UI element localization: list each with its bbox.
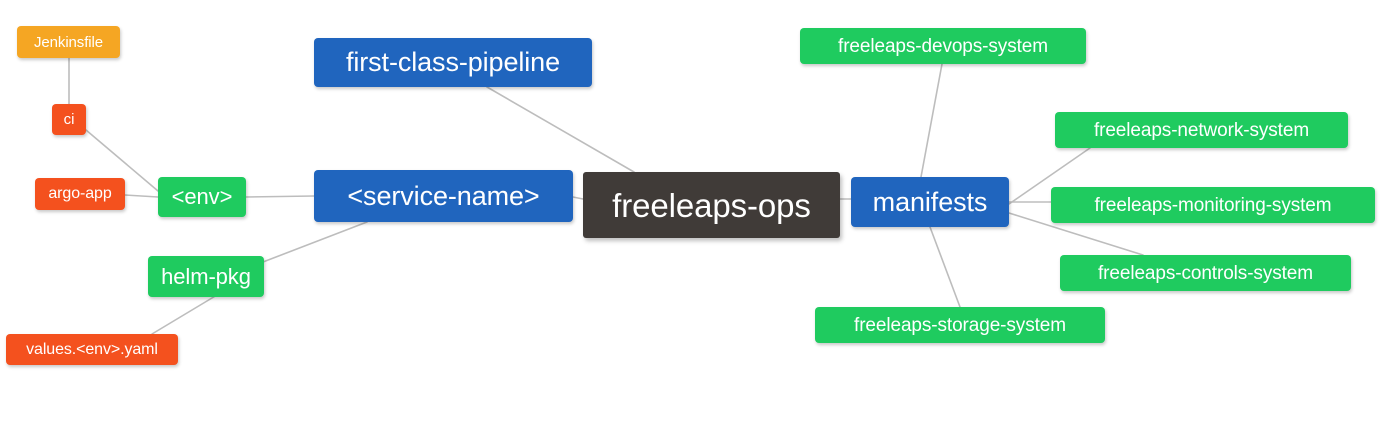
node-label: ci [63,111,75,128]
node-argo-app[interactable]: argo-app [35,178,125,210]
node-ci[interactable]: ci [52,104,86,135]
node-label: freeleaps-network-system [1093,119,1310,141]
node-freeleaps-storage-system[interactable]: freeleaps-storage-system [815,307,1105,343]
node-jenkinsfile[interactable]: Jenkinsfile [17,26,120,58]
node-values-env-yaml[interactable]: values.<env>.yaml [6,334,178,365]
edge-argo-app-to-env [124,194,159,198]
edge-values-env-yaml-to-helm-pkg [151,291,223,335]
edge-service-name-to-freeleaps-ops [572,196,584,200]
edge-env-to-service-name [245,195,315,198]
node-label: freeleaps-storage-system [854,314,1066,336]
node-label: <service-name> [347,180,540,211]
node-first-class-pipeline[interactable]: first-class-pipeline [314,38,592,87]
node-freeleaps-ops[interactable]: freeleaps-ops [583,172,840,238]
edge-helm-pkg-to-service-name [262,221,368,263]
node-label: <env> [171,184,233,209]
node-label: freeleaps-ops [612,186,811,224]
edge-first-class-pipeline-to-freeleaps-ops [486,86,635,173]
node-helm-pkg[interactable]: helm-pkg [148,256,264,297]
node-label: freeleaps-controls-system [1097,262,1314,284]
node-label: freeleaps-devops-system [838,35,1048,57]
node-label: argo-app [48,185,112,202]
node-freeleaps-network-system[interactable]: freeleaps-network-system [1055,112,1348,148]
edge-manifests-to-freeleaps-devops-system [920,63,943,178]
node-label: freeleaps-monitoring-system [1094,194,1332,216]
node-label: Jenkinsfile [34,33,103,51]
node-service-name[interactable]: <service-name> [314,170,573,222]
node-label: values.<env>.yaml [26,340,158,358]
node-freeleaps-controls-system[interactable]: freeleaps-controls-system [1060,255,1351,291]
node-label: helm-pkg [161,263,251,289]
node-label: manifests [872,186,988,217]
edge-manifests-to-freeleaps-storage-system [929,226,961,308]
node-env[interactable]: <env> [158,177,246,217]
node-label: first-class-pipeline [345,47,561,77]
node-freeleaps-monitoring-system[interactable]: freeleaps-monitoring-system [1051,187,1375,223]
node-freeleaps-devops-system[interactable]: freeleaps-devops-system [800,28,1086,64]
node-manifests[interactable]: manifests [851,177,1009,227]
